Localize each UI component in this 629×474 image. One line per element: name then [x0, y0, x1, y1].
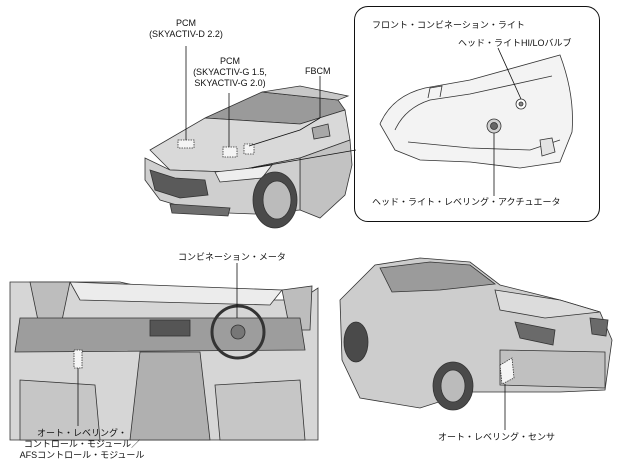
- auto-leveling-module-line3: AFSコントロール・モジュール: [12, 450, 152, 461]
- auto-leveling-sensor-label: オート・レベリング・センサ: [438, 432, 555, 443]
- pcm-g-label: PCM (SKYACTIV-G 1.5, SKYACTIV-G 2.0): [180, 56, 280, 89]
- auto-leveling-module-line1: オート・レベリング・: [12, 428, 152, 439]
- pcm-g-label-line3: SKYACTIV-G 2.0): [180, 78, 280, 89]
- auto-leveling-module-label: オート・レベリング・ コントロール・モジュール／ AFSコントロール・モジュール: [12, 428, 152, 461]
- pcm-g-label-line1: PCM: [180, 56, 280, 67]
- interior-illustration: [10, 282, 318, 440]
- pcm-d-label-line1: PCM: [136, 18, 236, 29]
- auto-leveling-module-line2: コントロール・モジュール／: [12, 439, 152, 450]
- front-car-illustration: [145, 86, 352, 228]
- rear-car-illustration: [340, 258, 612, 410]
- leveling-actuator-label: ヘッド・ライト・レベリング・アクチュエータ: [372, 197, 561, 208]
- fbcm-label: FBCM: [305, 66, 331, 77]
- pcm-d-label-line2: (SKYACTIV-D 2.2): [136, 29, 236, 40]
- headlight-bulb-label: ヘッド・ライトHI/LOバルブ: [458, 38, 572, 49]
- pcm-g-label-line2: (SKYACTIV-G 1.5,: [180, 67, 280, 78]
- combination-meter-label: コンビネーション・メータ: [178, 252, 286, 263]
- front-combination-light-label: フロント・コンビネーション・ライト: [372, 20, 525, 31]
- pcm-d-label: PCM (SKYACTIV-D 2.2): [136, 18, 236, 40]
